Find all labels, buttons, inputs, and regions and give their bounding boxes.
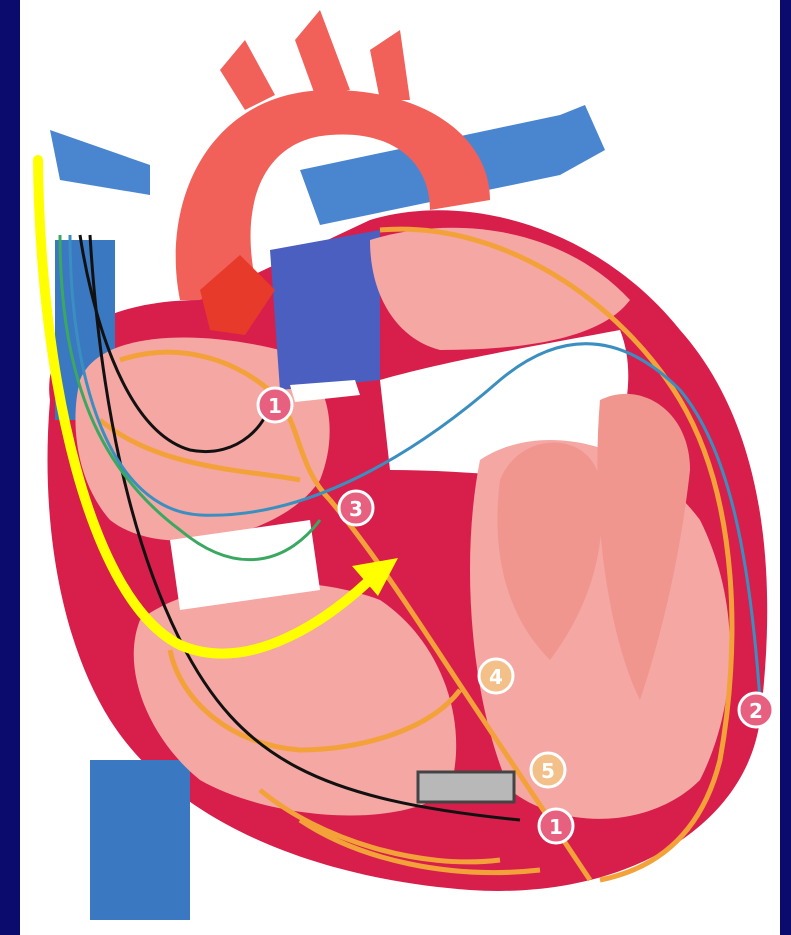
marker-5: 5	[531, 753, 565, 787]
left-upper-vein	[50, 130, 150, 195]
marker-1-ventricular: 1	[539, 809, 573, 843]
marker-label: 3	[349, 497, 363, 521]
marker-label: 1	[268, 394, 282, 418]
aortic-branch-2	[295, 10, 350, 95]
marker-label: 2	[749, 699, 763, 723]
inferior-vena-cava	[90, 760, 190, 920]
marker-label: 1	[549, 815, 563, 839]
pulmonary-trunk	[270, 230, 380, 390]
aortic-branch-3	[370, 30, 410, 100]
marker-2: 2	[739, 693, 773, 727]
marker-1-atrial: 1	[258, 388, 292, 422]
marker-3: 3	[339, 491, 373, 525]
pacemaker-device	[418, 772, 514, 802]
marker-label: 4	[489, 665, 503, 689]
aortic-branch-1	[220, 40, 275, 110]
marker-label: 5	[541, 759, 555, 783]
marker-4: 4	[479, 659, 513, 693]
